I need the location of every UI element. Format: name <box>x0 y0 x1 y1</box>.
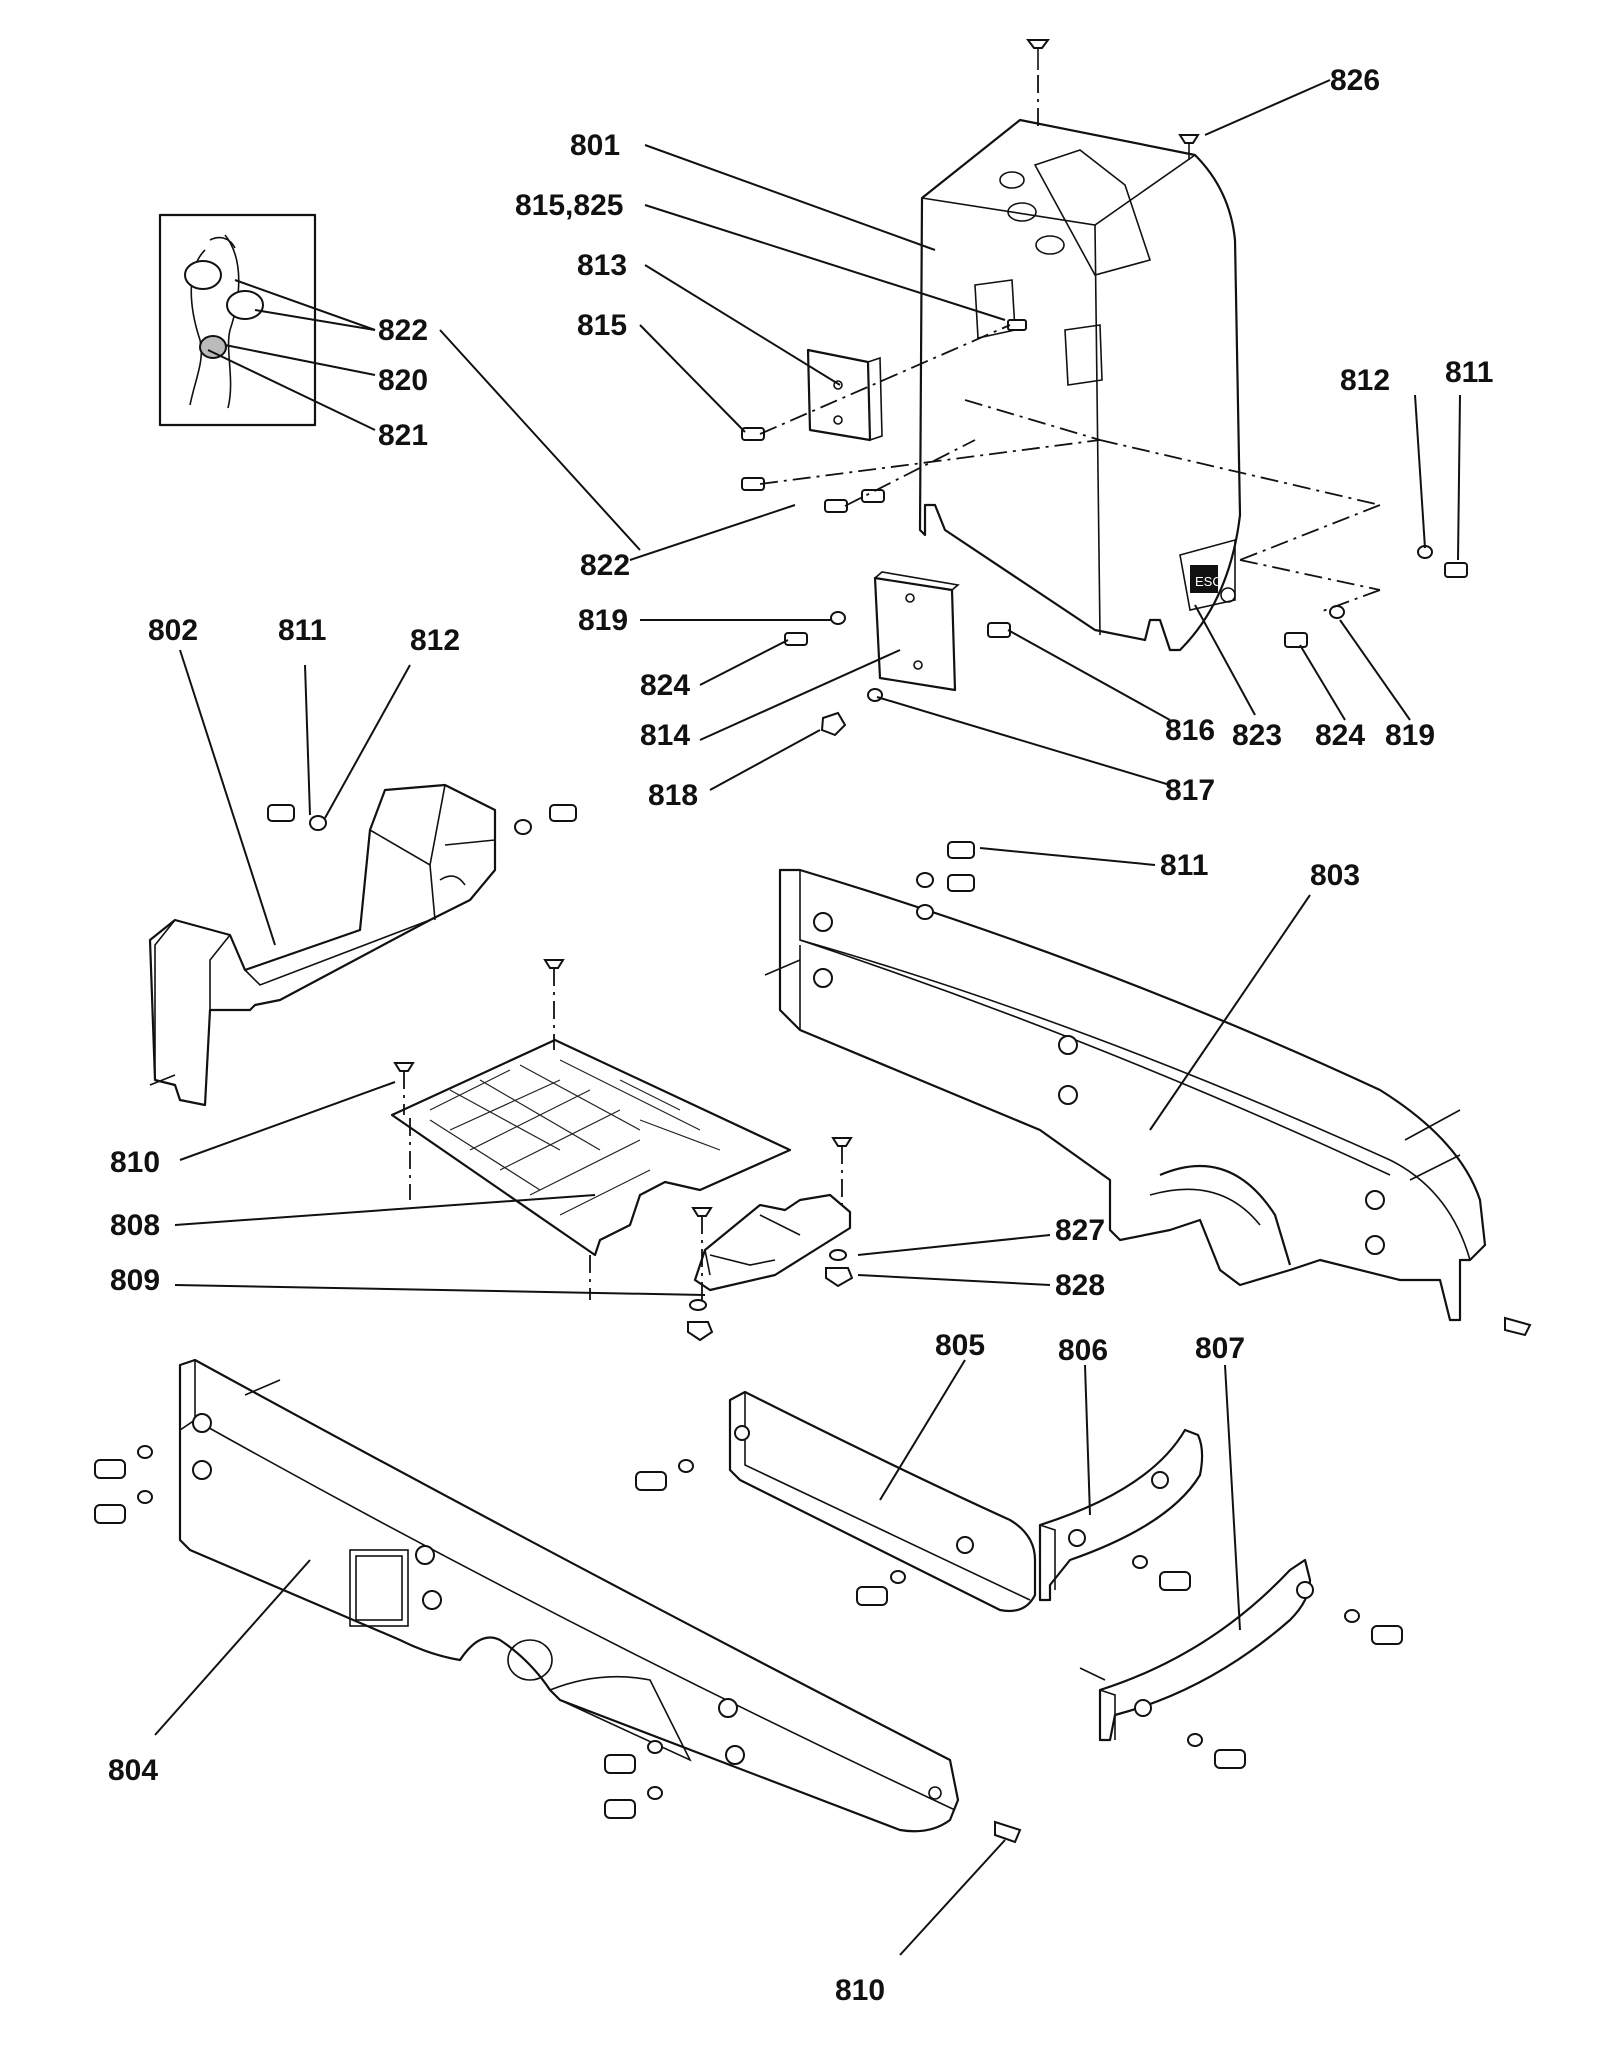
callout-820: 820 <box>378 364 428 397</box>
callout-802: 802 <box>148 614 198 647</box>
callout-806: 806 <box>1058 1334 1108 1367</box>
part-806-rail-corner <box>1038 1428 1204 1602</box>
part-813-plate <box>806 348 883 442</box>
callout-826: 826 <box>1330 64 1380 97</box>
callout-805: 805 <box>935 1329 985 1362</box>
callout-814: 814 <box>640 719 690 752</box>
part-808-mesh-plate <box>390 1038 792 1257</box>
callout-823: 823 <box>1232 719 1282 752</box>
callout-815-825: 815,825 <box>515 189 623 222</box>
callout-803: 803 <box>1310 859 1360 892</box>
callout-812-left: 812 <box>410 624 460 657</box>
part-802-left-bracket <box>148 783 577 1107</box>
callout-815: 815 <box>577 309 627 342</box>
callout-816: 816 <box>1165 714 1215 747</box>
part-801-main-cover: ESC <box>918 118 1242 652</box>
part-804-front-rail <box>94 1358 1022 1844</box>
callout-801: 801 <box>570 129 620 162</box>
part-807-rail-end <box>1079 1558 1403 1769</box>
callout-822-inset: 822 <box>378 314 428 347</box>
callout-819-right: 819 <box>1385 719 1435 752</box>
callout-827: 827 <box>1055 1214 1105 1247</box>
part-803-right-rail <box>764 841 1532 1337</box>
cover-centerlines <box>759 324 1381 613</box>
screw-head-822-b <box>226 290 264 320</box>
callout-822: 822 <box>580 549 630 582</box>
cover-fasteners <box>741 319 1468 737</box>
callout-810-lower: 810 <box>835 1974 885 2007</box>
nameplate-text: ESC <box>1195 574 1222 589</box>
callout-824-left: 824 <box>640 669 690 702</box>
callout-824-right: 824 <box>1315 719 1365 752</box>
callout-828: 828 <box>1055 1269 1105 1302</box>
callout-809: 809 <box>110 1264 160 1297</box>
wire-plug-820 <box>199 335 227 359</box>
callout-labels: 826 801 815,825 813 815 822 820 821 812 … <box>108 64 1493 2007</box>
callout-812-right: 812 <box>1340 364 1390 397</box>
callout-821: 821 <box>378 419 428 452</box>
nameplate-badge <box>1190 565 1218 593</box>
part-809-bracket <box>687 1193 854 1342</box>
callout-818: 818 <box>648 779 698 812</box>
part-805-rail-segment <box>635 1390 1037 1613</box>
plate-screws <box>393 959 853 1300</box>
inset-detail-box <box>158 213 317 427</box>
callout-811-right: 811 <box>1445 356 1493 389</box>
callout-808: 808 <box>110 1209 160 1242</box>
callout-811-left: 811 <box>278 614 326 647</box>
screw-head-822-a <box>184 260 222 290</box>
callout-817: 817 <box>1165 774 1215 807</box>
callout-811-mid: 811 <box>1160 849 1208 882</box>
leader-lines <box>154 79 1461 1956</box>
top-screws <box>1026 39 1200 160</box>
part-814-plate <box>873 571 960 692</box>
callout-819-left: 819 <box>578 604 628 637</box>
callout-810-upper: 810 <box>110 1146 160 1179</box>
callout-804: 804 <box>108 1754 158 1787</box>
callout-807: 807 <box>1195 1332 1245 1365</box>
callout-813: 813 <box>577 249 627 282</box>
